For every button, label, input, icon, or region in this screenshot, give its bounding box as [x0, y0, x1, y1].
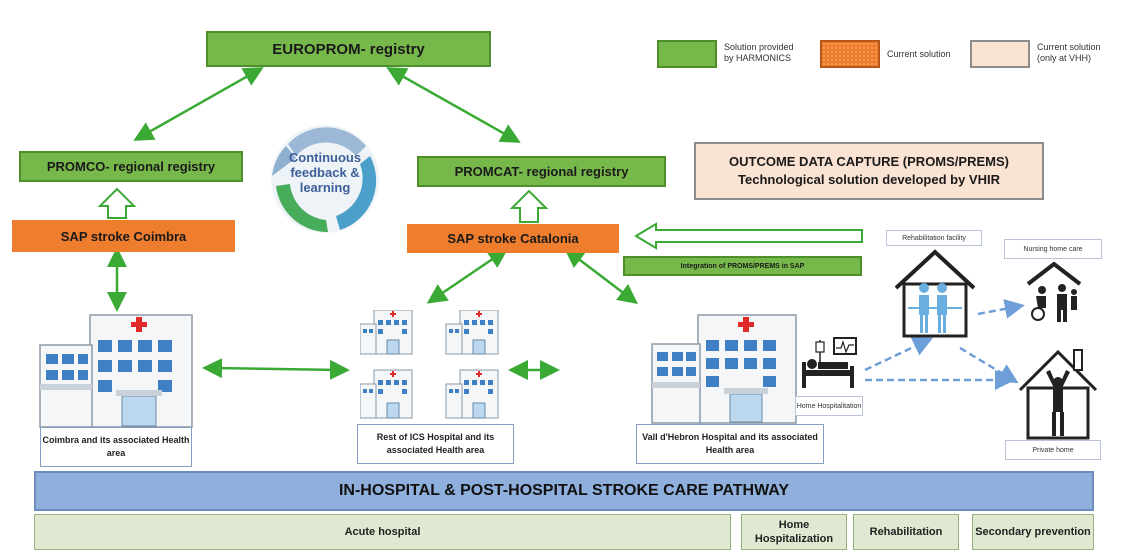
feedback-cycle-graphic: Continuous feedback & learning	[266, 116, 384, 242]
legend-vhh-text: Current solution (only at VHH)	[1037, 42, 1101, 63]
pathway-cell-rehab: Rehabilitation	[853, 514, 959, 550]
legend-current-swatch	[820, 40, 880, 68]
outcome-line-2: Technological solution developed by VHIR	[738, 172, 1000, 187]
rehab-facility-icon	[894, 249, 976, 338]
pathway-cell-secondary: Secondary prevention	[972, 514, 1094, 550]
rehab-facility-label: Rehabilitation facility	[886, 230, 982, 246]
outcome-data-capture: OUTCOME DATA CAPTURE (PROMS/PREMS) Techn…	[694, 142, 1044, 200]
home-hospitalization-label: Home Hospitalitation	[795, 396, 863, 416]
cycle-text-1: Continuous	[288, 150, 362, 165]
ics-hospital-label: Rest of ICS Hospital and its associated …	[357, 424, 514, 464]
ics-hospital-2	[445, 310, 499, 355]
outcome-line-1: OUTCOME DATA CAPTURE (PROMS/PREMS)	[729, 154, 1009, 169]
ics-hospital-1	[360, 310, 413, 355]
europrom-registry: EUROPROM- registry	[206, 31, 491, 67]
ics-hospital-3	[360, 369, 413, 419]
pathway-cell-home: Home Hospitalization	[741, 514, 847, 550]
coimbra-hospital-label: Coimbra and its associated Health area	[40, 427, 192, 467]
private-home-icon	[1018, 349, 1098, 440]
ics-hospitals-icon	[360, 310, 499, 419]
cycle-text-2: feedback &	[290, 165, 360, 180]
hospital-bed-icon	[802, 337, 857, 388]
ics-hospital-4	[445, 369, 499, 419]
nursing-home-icon	[1026, 262, 1082, 322]
sap-coimbra: SAP stroke Coimbra	[12, 220, 235, 252]
legend-harmonics-swatch	[657, 40, 717, 68]
legend-harmonics-text: Solution provided by HARMONICS	[724, 42, 794, 63]
vall-hebron-hospital-icon	[651, 314, 797, 424]
promco-registry: PROMCO- regional registry	[19, 151, 243, 182]
vall-hebron-label: Vall d'Hebron Hospital and its associate…	[636, 424, 824, 464]
promcat-registry: PROMCAT- regional registry	[417, 156, 666, 187]
integration-label: Integration of PROMS/PREMS in SAP	[623, 256, 862, 276]
legend-current-text: Current solution	[887, 49, 951, 59]
pathway-title: IN-HOSPITAL & POST-HOSPITAL STROKE CARE …	[34, 471, 1094, 511]
cycle-text-3: learning	[299, 180, 351, 195]
pathway-cell-acute: Acute hospital	[34, 514, 731, 550]
legend-vhh-swatch	[970, 40, 1030, 68]
coimbra-hospital-icon	[39, 314, 193, 428]
sap-catalonia: SAP stroke Catalonia	[407, 224, 619, 253]
cycle-arrows-icon	[271, 125, 379, 233]
private-home-label: Private home	[1005, 440, 1101, 460]
nursing-home-label: Nursing home care	[1004, 239, 1102, 259]
